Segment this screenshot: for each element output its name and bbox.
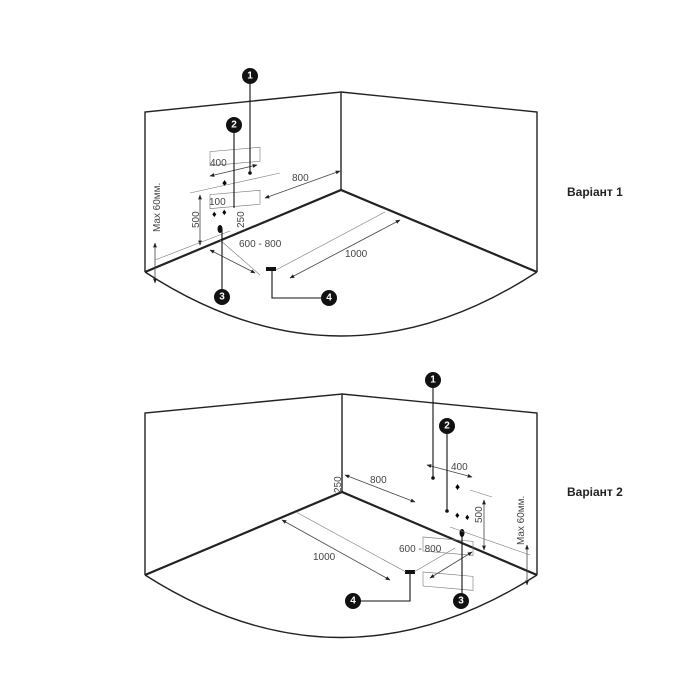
dim-1000: 1000 [345, 249, 368, 260]
svg-text:3: 3 [219, 292, 225, 303]
svg-text:2: 2 [231, 120, 237, 131]
variant-2-title: Варіант 2 [567, 485, 623, 499]
marker-4: 4 [321, 290, 337, 306]
drain-point [266, 267, 276, 271]
diamond-icon: ♦ [222, 207, 227, 217]
diamond-icon: ♦ [455, 482, 460, 493]
right-wall [341, 393, 538, 575]
diamond-icon: ♦ [212, 209, 217, 219]
dim-500: 500 [191, 211, 202, 228]
svg-text:1: 1 [247, 71, 253, 82]
variant-1-title: Варіант 1 [567, 185, 623, 199]
marker-1: 1 [242, 68, 258, 84]
tray-arc [144, 574, 538, 639]
svg-text:4: 4 [350, 596, 356, 607]
floor-edge [144, 490, 538, 577]
left-wall [144, 393, 343, 575]
mixer-outline [209, 146, 261, 166]
dim-400: 400 [451, 462, 468, 473]
right-wall [340, 91, 538, 272]
tray-arc [144, 271, 538, 337]
dim-600-800: 600 - 800 [399, 544, 442, 555]
panel-outline [422, 571, 474, 591]
svg-text:3: 3 [458, 596, 464, 607]
dim-100: 100 [209, 197, 226, 208]
left-wall [144, 91, 342, 272]
variant-2-diagram: ♦ ♦ ♦ 1 2 3 4 400 800 250 500 Max 60мм. … [144, 372, 623, 639]
marker-1: 1 [425, 372, 441, 388]
dim-600-800: 600 - 800 [239, 239, 282, 250]
marker-3: 3 [453, 593, 469, 609]
svg-text:2: 2 [444, 421, 450, 432]
svg-text:1: 1 [430, 375, 436, 386]
marker-2: 2 [226, 117, 242, 133]
panel-outline [209, 189, 261, 209]
marker-4: 4 [345, 593, 361, 609]
variant-1-diagram: ♦ ♦ ♦ 1 2 3 4 400 800 100 250 500 Max 60… [144, 68, 623, 337]
dim-800: 800 [292, 173, 309, 184]
diamond-icon: ♦ [455, 510, 460, 520]
marker-3: 3 [214, 289, 230, 305]
marker-2: 2 [439, 418, 455, 434]
floor-edge [144, 188, 538, 274]
dim-250: 250 [236, 211, 247, 228]
dim-400: 400 [210, 158, 227, 169]
svg-text:4: 4 [326, 293, 332, 304]
dim-250: 250 [333, 476, 344, 493]
dim-max-60: Max 60мм. [516, 496, 527, 545]
dim-max-60: Max 60мм. [152, 183, 163, 232]
dim-500: 500 [474, 506, 485, 523]
diamond-icon: ♦ [465, 512, 470, 522]
outlet-3-point [217, 225, 223, 233]
dim-800: 800 [370, 475, 387, 486]
dim-1000: 1000 [313, 552, 336, 563]
diamond-icon: ♦ [222, 178, 227, 189]
drain-point [405, 570, 415, 574]
